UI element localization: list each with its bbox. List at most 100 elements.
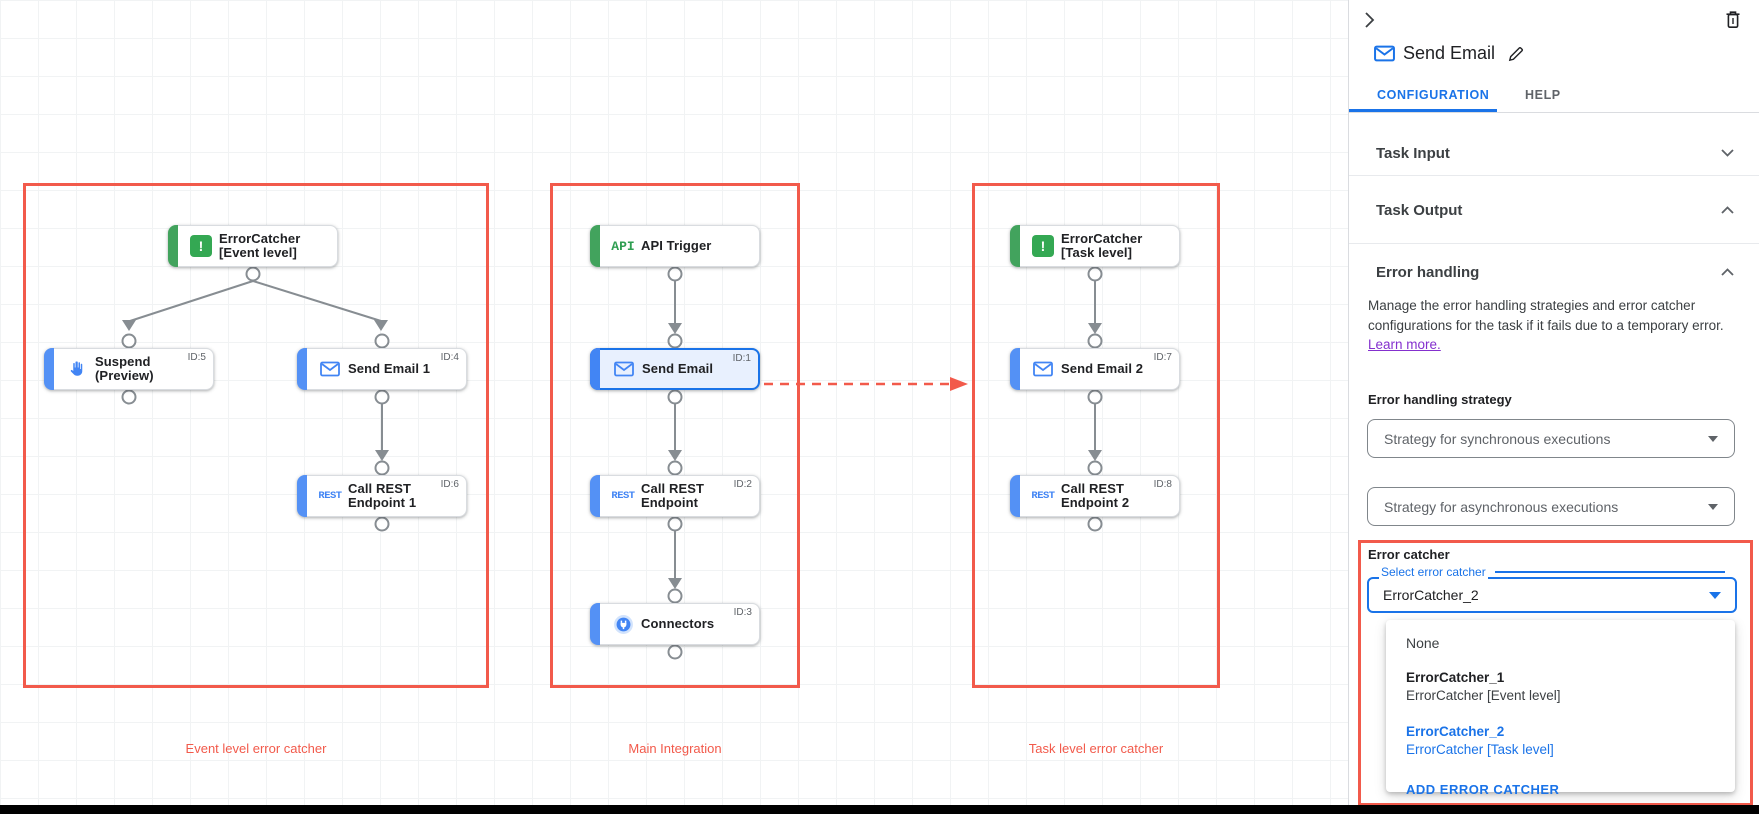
error-handling-strategy-label: Error handling strategy bbox=[1368, 392, 1512, 407]
edge-ports bbox=[121, 266, 1103, 660]
panel-title: Send Email bbox=[1403, 43, 1496, 63]
connectors-icon bbox=[605, 614, 641, 635]
rest-icon: REST bbox=[611, 490, 635, 502]
node-suspend[interactable]: Suspend(Preview) ID:5 bbox=[44, 348, 214, 390]
delete-task-button[interactable] bbox=[1723, 8, 1743, 31]
rest-icon: REST bbox=[318, 490, 342, 502]
task-id-badge: ID:1 bbox=[732, 353, 751, 364]
task-id-badge: ID:3 bbox=[733, 607, 752, 618]
chevron-up-icon bbox=[1721, 201, 1734, 219]
error-catcher-select[interactable]: ErrorCatcher_2 bbox=[1367, 577, 1737, 613]
section-error-handling-label: Error handling bbox=[1376, 263, 1480, 281]
email-icon bbox=[606, 361, 642, 377]
task-id-badge: ID:6 bbox=[440, 479, 459, 490]
node-send-email[interactable]: Send Email ID:1 bbox=[590, 348, 760, 390]
node-error-catcher-event[interactable]: ! ErrorCatcher[Event level] bbox=[168, 225, 338, 267]
task-id-badge: ID:2 bbox=[733, 479, 752, 490]
node-accent-bar bbox=[590, 348, 600, 390]
error-catcher-menu: None ErrorCatcher_1 ErrorCatcher [Event … bbox=[1386, 620, 1735, 797]
edit-task-name-button[interactable] bbox=[1506, 44, 1526, 64]
group-label-task-level: Task level error catcher bbox=[1028, 741, 1164, 756]
chevron-down-icon bbox=[1721, 144, 1734, 162]
workflow-canvas[interactable]: ! ErrorCatcher[Event level] Suspend(Prev… bbox=[0, 0, 1348, 814]
dropdown-caret-icon bbox=[1709, 591, 1721, 599]
group-label-main-integration: Main Integration bbox=[628, 741, 722, 756]
node-accent-bar bbox=[1010, 225, 1020, 267]
node-accent-bar bbox=[1010, 475, 1020, 517]
node-connectors[interactable]: Connectors ID:3 bbox=[590, 603, 760, 645]
node-accent-bar bbox=[590, 475, 600, 517]
section-error-handling[interactable]: Error handling bbox=[1349, 250, 1759, 294]
node-label: Send Email 2 bbox=[1061, 361, 1144, 376]
section-task-input-label: Task Input bbox=[1376, 144, 1450, 162]
section-divider bbox=[1349, 243, 1759, 244]
menu-item-errorcatcher-1[interactable]: ErrorCatcher_1 ErrorCatcher [Event level… bbox=[1406, 670, 1561, 703]
tab-help[interactable]: HELP bbox=[1525, 88, 1561, 102]
learn-more-link[interactable]: Learn more. bbox=[1368, 337, 1441, 352]
node-send-email-1[interactable]: Send Email 1 ID:4 bbox=[297, 348, 467, 390]
node-accent-bar bbox=[44, 348, 54, 390]
node-label: Suspend(Preview) bbox=[95, 354, 154, 383]
task-type-email-icon bbox=[1374, 45, 1395, 67]
collapse-panel-button[interactable] bbox=[1361, 10, 1379, 30]
section-task-output-label: Task Output bbox=[1376, 201, 1463, 219]
task-config-panel: Send Email CONFIGURATION HELP Task Input… bbox=[1348, 0, 1759, 814]
node-api-trigger[interactable]: API API Trigger bbox=[590, 225, 760, 267]
section-task-input[interactable]: Task Input bbox=[1349, 131, 1759, 175]
node-label: Send Email bbox=[642, 361, 714, 376]
error-catcher-select-value: ErrorCatcher_2 bbox=[1383, 587, 1479, 603]
error-handling-description: Manage the error handling strategies and… bbox=[1368, 298, 1724, 352]
email-icon bbox=[312, 361, 348, 377]
chevron-up-icon bbox=[1721, 263, 1734, 281]
chevron-right-icon bbox=[1363, 12, 1377, 31]
node-accent-bar bbox=[168, 225, 178, 267]
api-icon: API bbox=[611, 238, 635, 254]
error-catcher-label: Error catcher bbox=[1368, 547, 1450, 562]
tab-configuration[interactable]: CONFIGURATION bbox=[1377, 88, 1490, 102]
async-strategy-dropdown[interactable]: Strategy for asynchronous executions bbox=[1367, 487, 1735, 526]
dropdown-caret-icon bbox=[1708, 435, 1718, 442]
sync-strategy-placeholder: Strategy for synchronous executions bbox=[1384, 430, 1611, 447]
tabs-divider bbox=[1349, 112, 1759, 113]
node-label: Send Email 1 bbox=[348, 361, 431, 376]
node-label: ErrorCatcher[Event level] bbox=[219, 231, 301, 260]
node-accent-bar bbox=[1010, 348, 1020, 390]
node-accent-bar bbox=[590, 603, 600, 645]
pencil-icon bbox=[1508, 47, 1524, 65]
task-id-badge: ID:4 bbox=[440, 352, 459, 363]
node-label: Connectors bbox=[641, 616, 715, 631]
menu-item-errorcatcher-2[interactable]: ErrorCatcher_2 ErrorCatcher [Task level] bbox=[1406, 724, 1554, 757]
node-send-email-2[interactable]: Send Email 2 ID:7 bbox=[1010, 348, 1180, 390]
add-error-catcher-button[interactable]: ADD ERROR CATCHER bbox=[1406, 774, 1559, 805]
trash-icon bbox=[1725, 11, 1741, 32]
node-label: ErrorCatcher[Task level] bbox=[1061, 231, 1143, 260]
error-catcher-icon: ! bbox=[1025, 235, 1061, 257]
node-error-catcher-task[interactable]: ! ErrorCatcher[Task level] bbox=[1010, 225, 1180, 267]
error-link-annotations bbox=[741, 253, 968, 391]
node-label: API Trigger bbox=[641, 238, 712, 253]
group-label-event-level: Event level error catcher bbox=[185, 741, 327, 756]
node-accent-bar bbox=[590, 225, 600, 267]
section-task-output[interactable]: Task Output bbox=[1349, 188, 1759, 232]
task-id-badge: ID:8 bbox=[1153, 479, 1172, 490]
email-icon bbox=[1025, 361, 1061, 377]
menu-item-none[interactable]: None bbox=[1406, 635, 1440, 651]
sync-strategy-dropdown[interactable]: Strategy for synchronous executions bbox=[1367, 419, 1735, 458]
section-divider bbox=[1349, 175, 1759, 176]
task-id-badge: ID:7 bbox=[1153, 352, 1172, 363]
rest-icon: REST bbox=[1031, 490, 1055, 502]
hand-icon bbox=[59, 360, 95, 378]
active-tab-underline bbox=[1349, 109, 1497, 112]
dropdown-caret-icon bbox=[1708, 503, 1718, 510]
error-catcher-icon: ! bbox=[183, 235, 219, 257]
node-accent-bar bbox=[297, 348, 307, 390]
async-strategy-placeholder: Strategy for asynchronous executions bbox=[1384, 498, 1619, 515]
window-bottom-edge bbox=[0, 805, 1759, 814]
